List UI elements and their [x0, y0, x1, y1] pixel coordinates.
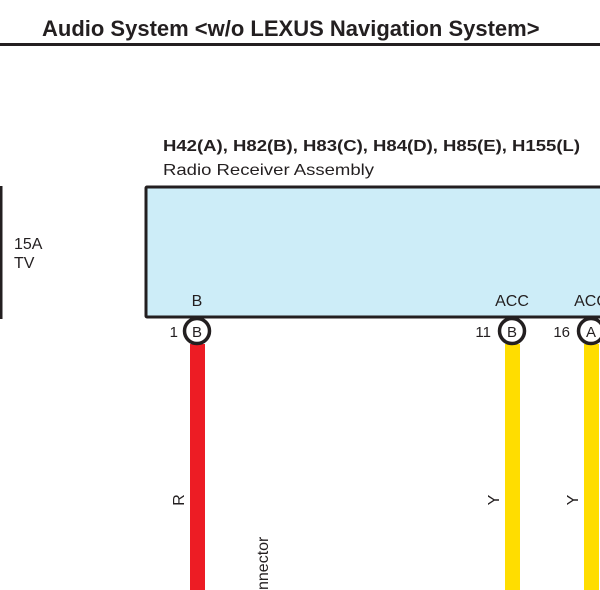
pin-number: 16 — [553, 324, 570, 341]
wire-color-code: Y — [565, 494, 582, 505]
pin-connector: B — [192, 324, 202, 341]
fuse-box-edge — [0, 186, 3, 319]
pin-number: 1 — [170, 324, 178, 341]
component-name: Radio Receiver Assembly — [163, 162, 374, 179]
page-title: Audio System <w/o LEXUS Navigation Syste… — [42, 16, 540, 41]
pin-connector: B — [507, 324, 517, 341]
wire-color-code: R — [171, 494, 188, 506]
terminal-label: ACC — [495, 293, 529, 310]
pin-1: B 1 — [170, 316, 212, 346]
pin-16: A 16 — [553, 316, 600, 346]
wire-yellow-2 — [584, 344, 599, 590]
wire-yellow-1 — [505, 344, 520, 590]
wire-red — [190, 344, 205, 590]
connector-codes: H42(A), H82(B), H83(C), H84(D), H85(E), … — [163, 138, 580, 155]
terminal-label: B — [192, 293, 203, 310]
pin-11: B 11 — [475, 316, 527, 346]
fuse-rating: 15A — [14, 236, 43, 253]
terminal-label: ACC — [574, 293, 600, 310]
wire-color-code: Y — [486, 494, 503, 505]
radio-receiver-box — [144, 185, 600, 319]
connector-label-partial: nnector — [255, 536, 272, 590]
fuse-name: TV — [14, 255, 35, 272]
pin-connector: A — [586, 324, 596, 341]
pin-number: 11 — [475, 324, 491, 341]
title-underline — [0, 43, 600, 46]
